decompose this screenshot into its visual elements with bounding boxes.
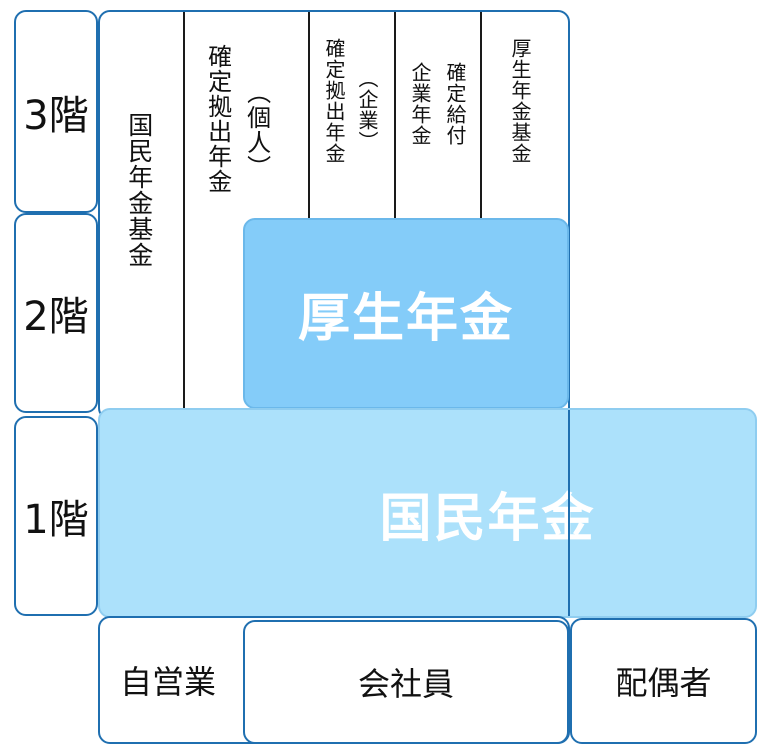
company-employee-label: 会社員	[357, 665, 454, 703]
corporate-dc-note-text: （企業）	[355, 68, 379, 152]
floor-2-label: 2階	[14, 213, 98, 413]
corporate-dc-text: 確定拠出年金	[322, 38, 346, 164]
ideco-text: 確定拠出年金	[203, 44, 232, 194]
spouse-box: 配偶者	[570, 618, 757, 744]
employee-pension-box: 厚生年金	[243, 218, 569, 409]
divider-2	[308, 12, 310, 218]
divider-3	[394, 12, 396, 218]
national-pension-box: 国民年金	[98, 408, 757, 618]
tier1-divider	[568, 410, 570, 616]
divider-1	[183, 12, 185, 408]
floor-3-text: 3階	[23, 92, 89, 139]
floor-3-label: 3階	[14, 10, 98, 213]
divider-4	[480, 12, 482, 218]
employee-pension-fund-text: 厚生年金基金	[508, 38, 532, 164]
company-employee-box: 会社員	[243, 620, 569, 744]
floor-2-text: 2階	[23, 294, 89, 340]
ideco-note-text: （個人）	[242, 80, 271, 180]
national-pension-label: 国民年金	[379, 488, 596, 549]
self-employed-label: 自営業	[120, 663, 217, 701]
defined-benefit-text-1: 確定給付	[443, 62, 467, 146]
floor-1-text: 1階	[23, 497, 89, 543]
spouse-label: 配偶者	[615, 664, 712, 702]
national-pension-fund-text: 国民年金基金	[124, 112, 154, 268]
employee-pension-label: 厚生年金	[297, 289, 514, 349]
defined-benefit-text-2: 企業年金	[408, 62, 432, 146]
floor-1-label: 1階	[14, 416, 98, 616]
